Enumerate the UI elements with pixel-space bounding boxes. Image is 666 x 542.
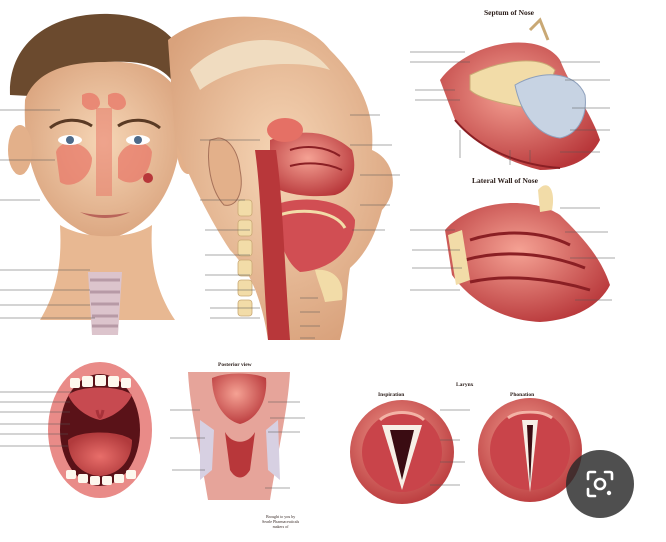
larynx-inspiration-diagram — [350, 400, 470, 504]
posterior-view-title: Posterior view — [218, 362, 252, 368]
posterior-view-diagram — [170, 372, 305, 500]
face-front-view — [0, 13, 199, 335]
credit-line: makers of — [272, 524, 289, 529]
larynx-phonation-diagram — [478, 398, 582, 502]
credit-line: Searle Pharmaceuticals — [262, 519, 300, 524]
open-mouth-diagram — [0, 362, 152, 498]
lens-search-button[interactable] — [566, 450, 634, 518]
lateral-wall-title: Lateral Wall of Nose — [472, 176, 538, 185]
image-search-icon — [586, 470, 614, 498]
phonation-title: Phonation — [510, 392, 535, 398]
septum-title: Septum of Nose — [484, 8, 534, 17]
inspiration-title: Inspiration — [378, 392, 405, 398]
larynx-title: Larynx — [456, 382, 474, 388]
lateral-wall-of-nose-diagram — [410, 185, 615, 322]
sagittal-head-section — [168, 16, 400, 341]
credit-text: Brought to you by Searle Pharmaceuticals… — [262, 514, 299, 529]
septum-of-nose-diagram — [410, 17, 610, 170]
credit-line: Brought to you by — [265, 514, 296, 519]
